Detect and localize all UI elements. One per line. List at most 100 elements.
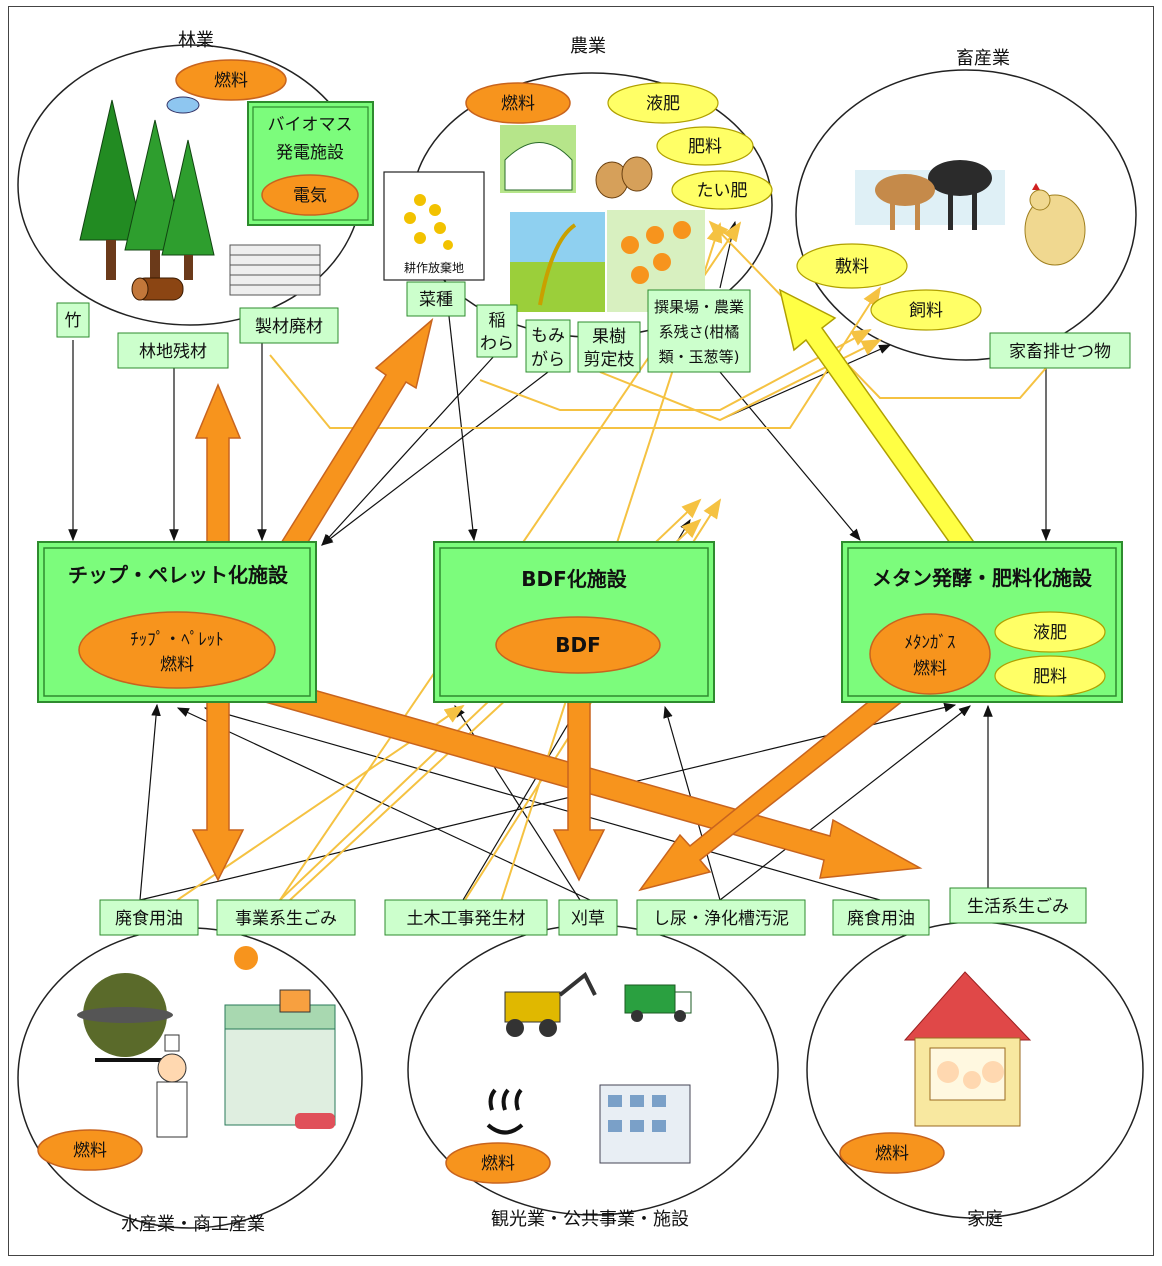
svg-text:燃料: 燃料 <box>875 1144 909 1164</box>
facility-chip-product-line1: ﾁｯﾌﾟ・ﾍﾟﾚｯﾄ <box>130 630 224 650</box>
label-business-food-waste: 事業系生ごみ <box>216 899 356 936</box>
svg-text:類・玉葱等): 類・玉葱等) <box>659 348 740 366</box>
household-fuel-badge: 燃料 <box>839 1132 945 1174</box>
facility-chip: チップ・ペレット化施設 ﾁｯﾌﾟ・ﾍﾟﾚｯﾄ 燃料 <box>37 541 317 703</box>
label-sawmill-waste: 製材廃材 <box>239 307 339 344</box>
svg-text:燃料: 燃料 <box>73 1141 107 1161</box>
chicken-icon <box>1024 183 1086 266</box>
svg-text:わら: わら <box>480 334 514 354</box>
svg-text:土木工事発生材: 土木工事発生材 <box>407 909 526 929</box>
building-icon <box>224 946 336 1126</box>
biomass-plant-electricity: 電気 <box>293 186 327 206</box>
svg-text:林地残材: 林地残材 <box>139 342 207 362</box>
label-bamboo: 竹 <box>56 302 90 338</box>
agriculture-liquid-fertilizer-badge: 液肥 <box>607 82 719 124</box>
livestock-circle <box>795 69 1137 361</box>
hot-spring-icon <box>486 1088 524 1135</box>
svg-text:敷料: 敷料 <box>835 257 869 277</box>
facility-bdf-title: BDF化施設 <box>521 567 628 591</box>
resource-labels: 竹 林地残材 製材廃材 菜種 稲 わら もみ がら 果樹 剪定枝 <box>56 281 1131 936</box>
label-rapeseed: 菜種 <box>406 281 466 317</box>
facility-methane-product-line2: 燃料 <box>913 659 947 679</box>
label-household-food-waste: 生活系生ごみ <box>949 887 1087 924</box>
svg-text:液肥: 液肥 <box>646 94 680 114</box>
svg-text:稲: 稲 <box>489 311 506 331</box>
svg-text:菜種: 菜種 <box>419 290 453 310</box>
abandoned-land-label: 耕作放棄地 <box>404 260 464 275</box>
svg-text:肥料: 肥料 <box>688 137 722 157</box>
facility-methane-fertilizer: 肥料 <box>1033 667 1067 687</box>
svg-text:刈草: 刈草 <box>571 909 605 929</box>
label-rice-straw: 稲 わら <box>476 304 518 358</box>
svg-text:製材廃材: 製材廃材 <box>255 317 323 337</box>
agriculture-fuel-badge: 燃料 <box>465 82 571 124</box>
label-forest-residue: 林地残材 <box>117 332 229 369</box>
arrow-methane-to-tourism <box>638 685 906 892</box>
livestock-feed-badge: 飼料 <box>870 289 982 331</box>
facility-chip-title: チップ・ペレット化施設 <box>68 563 289 587</box>
biomass-plant-line1: バイオマス <box>268 115 353 135</box>
svg-text:家畜排せつ物: 家畜排せつ物 <box>1009 342 1111 362</box>
facility-methane: メタン発酵・肥料化施設 ﾒﾀﾝｶﾞｽ 燃料 液肥 肥料 <box>841 541 1123 703</box>
svg-text:燃料: 燃料 <box>214 71 248 91</box>
svg-text:系残さ(柑橘: 系残さ(柑橘 <box>659 323 740 341</box>
excavator-icon <box>504 971 597 1037</box>
svg-text:もみ: もみ <box>531 326 565 346</box>
forestry-fuel-badge: 燃料 <box>175 59 287 101</box>
house-icon <box>903 971 1032 1127</box>
livestock-bedding-badge: 敷料 <box>796 243 908 289</box>
svg-text:撰果場・農業: 撰果場・農業 <box>654 298 744 316</box>
facility-bdf: BDF化施設 BDF <box>433 541 715 703</box>
diagram-frame <box>8 6 1154 1256</box>
svg-text:燃料: 燃料 <box>481 1154 515 1174</box>
label-waste-oil-household: 廃食用油 <box>832 899 930 936</box>
svg-text:竹: 竹 <box>65 311 82 331</box>
svg-text:燃料: 燃料 <box>501 94 535 114</box>
svg-text:廃食用油: 廃食用油 <box>115 909 183 929</box>
car-icon <box>295 1113 335 1129</box>
chef-icon <box>156 1034 188 1138</box>
agriculture-fertilizer-badge: 肥料 <box>656 126 754 166</box>
label-construction-soil: 土木工事発生材 <box>384 899 548 936</box>
label-waste-oil-commerce: 廃食用油 <box>99 899 199 936</box>
public-building-icon <box>599 1084 691 1164</box>
lumber-stack-icon <box>229 244 321 296</box>
svg-text:し尿・浄化槽汚泥: し尿・浄化槽汚泥 <box>653 909 789 929</box>
sector-titles: 林業 農業 畜産業 水産業・商工産業 観光業・公共事業・施設 家庭 <box>121 30 1010 1235</box>
facility-chip-product-line2: 燃料 <box>160 655 194 675</box>
tourism-fuel-badge: 燃料 <box>445 1142 551 1184</box>
agriculture-compost-badge: たい肥 <box>671 170 773 210</box>
abandoned-land-box: 耕作放棄地 <box>383 171 485 281</box>
truck-icon <box>624 984 692 1022</box>
tree-icon <box>79 99 215 280</box>
svg-text:果樹: 果樹 <box>592 327 626 347</box>
svg-text:たい肥: たい肥 <box>697 181 748 201</box>
biomass-plant-box: バイオマス 発電施設 電気 <box>247 101 374 226</box>
label-rice-husk: もみ がら <box>525 319 571 373</box>
facility-methane-product-line1: ﾒﾀﾝｶﾞｽ <box>905 633 956 653</box>
svg-text:飼料: 飼料 <box>909 301 943 321</box>
sector-household-title: 家庭 <box>967 1209 1003 1230</box>
sector-livestock-title: 畜産業 <box>956 48 1010 69</box>
cloud-icon <box>166 96 200 114</box>
fishery-fuel-badge: 燃料 <box>37 1129 143 1171</box>
label-livestock-manure: 家畜排せつ物 <box>989 332 1131 369</box>
label-pruning: 果樹 剪定枝 <box>577 321 641 373</box>
facility-methane-title: メタン発酵・肥料化施設 <box>872 566 1093 590</box>
label-agri-residue: 撰果場・農業 系残さ(柑橘 類・玉葱等) <box>647 289 751 373</box>
onion-icon <box>595 156 653 199</box>
svg-text:剪定枝: 剪定枝 <box>584 350 635 370</box>
cattle-icon <box>855 160 1005 230</box>
rapeseed-flower-icon <box>404 194 453 250</box>
svg-text:生活系生ごみ: 生活系生ごみ <box>967 897 1069 917</box>
rice-field-icon <box>510 212 605 312</box>
sector-forestry-title: 林業 <box>178 30 214 51</box>
facility-bdf-product: BDF <box>555 633 601 657</box>
svg-text:がら: がら <box>531 350 565 370</box>
log-icon <box>131 277 184 301</box>
biomass-plant-line2: 発電施設 <box>276 143 344 163</box>
sector-tourism-title: 観光業・公共事業・施設 <box>491 1209 689 1230</box>
fishmonger-icon <box>77 973 173 1062</box>
